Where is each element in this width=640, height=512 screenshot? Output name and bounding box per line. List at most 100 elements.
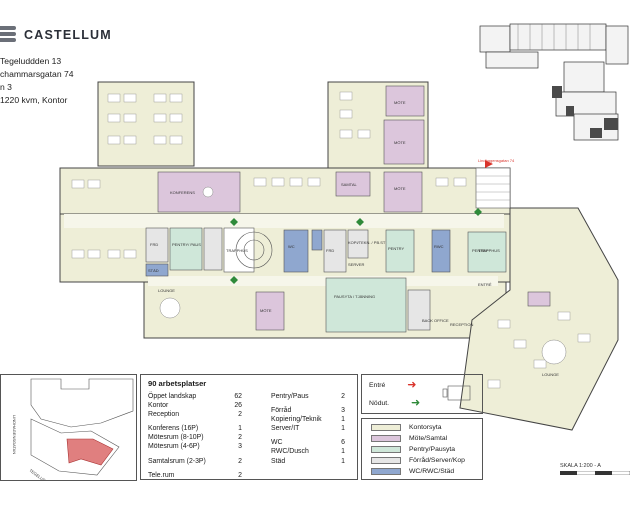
summary-left-row: Mötesrum (8-10P) 2 bbox=[148, 433, 242, 442]
room-label-pentry: PENTRY bbox=[388, 246, 404, 251]
summary-right-row: Kopiering/Teknik 1 bbox=[271, 415, 345, 424]
summary-title: 90 arbetsplatser bbox=[148, 379, 207, 388]
room-label-mote-1: MÖTE bbox=[394, 100, 406, 105]
room-label-frd-2: FRD bbox=[326, 248, 334, 253]
summary-left-value: 1 bbox=[238, 425, 242, 433]
summary-right-value: 2 bbox=[341, 393, 345, 400]
castellum-logo: CASTELLUM bbox=[0, 24, 112, 46]
summary-right-value: 1 bbox=[341, 448, 345, 456]
entrance-arrow-icon bbox=[485, 160, 493, 168]
summary-left-row: Kontor 26 bbox=[148, 401, 242, 410]
summary-left-value: 2 bbox=[238, 471, 242, 479]
summary-left-label: Kontor bbox=[148, 402, 169, 410]
room-label-entre: ENTRÉ bbox=[478, 282, 492, 287]
summary-left-row: Mötesrum (4-6P)3 bbox=[148, 442, 242, 451]
summary-right-label: WC bbox=[271, 439, 283, 447]
color-legend-row: WC/RWC/Städ bbox=[369, 468, 454, 475]
emergency-label: Nödut. bbox=[369, 399, 390, 407]
room-label-stad: STÄD bbox=[148, 268, 159, 273]
entry-arrow-icon: ➜ bbox=[407, 379, 417, 391]
room-label-wc: WC bbox=[288, 244, 295, 249]
address-floor: n 3 bbox=[0, 82, 12, 92]
summary-left-label: Reception bbox=[148, 411, 180, 419]
summary-right-value: 1 bbox=[341, 425, 345, 433]
address-street-2: chammarsgatan 74 bbox=[0, 69, 74, 79]
summary-left-value: 2 bbox=[238, 457, 242, 465]
room-label-server: SERVER bbox=[348, 262, 364, 267]
room-label-rwc: RWC bbox=[434, 244, 444, 249]
color-swatch bbox=[371, 435, 401, 442]
scale-bar bbox=[560, 471, 630, 475]
summary-left-label: Öppet landskap bbox=[148, 393, 197, 400]
summary-left-label: Konferens (16P) bbox=[148, 425, 199, 433]
summary-left-value: 26 bbox=[234, 402, 242, 410]
street-label-a: TEGELUDDSVÄGEN bbox=[28, 468, 62, 481]
color-legend-label: Möte/Samtal bbox=[409, 435, 448, 442]
summary-right-value: 3 bbox=[341, 407, 345, 415]
summary-right-label: Pentry/Paus bbox=[271, 393, 309, 400]
summary-left-label: Mötesrum (4-6P) bbox=[148, 443, 200, 451]
summary-right-label: Städ bbox=[271, 457, 286, 465]
entry-label: Entré bbox=[369, 381, 386, 389]
color-legend-label: WC/RWC/Städ bbox=[409, 468, 455, 475]
color-legend-row: Pentry/Pausyta bbox=[369, 446, 455, 453]
floor-plan: KONFERENS MÖTE MÖTE SAMTAL MÖTE MÖTE FRD… bbox=[59, 81, 619, 431]
summary-right-value: 1 bbox=[341, 457, 345, 465]
room-label-mote-3: MÖTE bbox=[394, 186, 406, 191]
entry-row: Entré ➜ bbox=[369, 379, 417, 391]
entry-legend: Entré ➜ Nödut. ➜ bbox=[361, 374, 483, 414]
summary-right-label: Server/IT bbox=[271, 425, 300, 433]
color-swatch bbox=[371, 424, 401, 431]
room-label-kop: KOPI/TEKN. / PB.ST bbox=[348, 240, 386, 245]
summary-left-label: Samtalsrum (2-3P) bbox=[148, 457, 206, 465]
color-legend-label: Förråd/Server/Kop bbox=[409, 457, 465, 464]
summary-left-row: Konferens (16P) 1 bbox=[148, 424, 242, 433]
color-swatch bbox=[371, 446, 401, 453]
room-label-samtal: SAMTAL bbox=[341, 182, 357, 187]
summary-right-row: Städ 1 bbox=[271, 457, 345, 466]
brand-name: CASTELLUM bbox=[24, 28, 112, 42]
color-swatch bbox=[371, 457, 401, 464]
room-label-back-office: BACK OFFICE bbox=[422, 318, 449, 323]
summary-right-row: Förråd 3 bbox=[271, 406, 345, 415]
emergency-row: Nödut. ➜ bbox=[369, 398, 420, 409]
summary-left-row: Reception 2 bbox=[148, 410, 242, 419]
room-label-pentry-2: PENTRY bbox=[472, 248, 488, 253]
summary-right-label: Kopiering/Teknik bbox=[271, 416, 322, 424]
color-swatch bbox=[371, 468, 401, 475]
summary-left-label: Mötesrum (8-10P) bbox=[148, 434, 204, 442]
address-street: Tegeluddden 13 bbox=[0, 56, 62, 66]
room-label-lounge: LOUNGE bbox=[158, 288, 175, 293]
building-highlight bbox=[66, 438, 114, 466]
summary-right-row: Pentry/Paus 2 bbox=[271, 392, 345, 401]
room-label-konferens: KONFERENS bbox=[170, 190, 195, 195]
summary-right-value: 6 bbox=[341, 439, 345, 447]
street-label-b: LINDHAGENSGATAN bbox=[12, 415, 17, 454]
summary-left-label: Tele.rum bbox=[148, 471, 175, 479]
address-block: Tegeluddden 13 chammarsgatan 74 n 3 1220… bbox=[0, 55, 74, 107]
room-label-trapphus-2: TRAPPHUS bbox=[478, 248, 500, 253]
summary-left-row: Samtalsrum (2-3P) 2 bbox=[148, 457, 242, 466]
summary-left-value: 2 bbox=[238, 411, 242, 419]
top-entrance-note: Lindhagensgatan 74 bbox=[478, 158, 515, 163]
room-label-frd-1: FRD bbox=[150, 242, 158, 247]
summary-right-label: RWC/Dusch bbox=[271, 448, 309, 456]
building-overview-map bbox=[479, 23, 629, 141]
summary-right-row: RWC/Dusch 1 bbox=[271, 447, 345, 456]
summary-right-row: Server/IT 1 bbox=[271, 424, 345, 433]
address-area: 1220 kvm, Kontor bbox=[0, 95, 68, 105]
desk-dimension-icon bbox=[442, 385, 471, 401]
color-legend-row: Kontorsyta bbox=[369, 424, 442, 431]
room-label-lounge-2: LOUNGE bbox=[542, 372, 559, 377]
room-label-mote-4: MÖTE bbox=[260, 308, 272, 313]
summary-left-value: 2 bbox=[238, 434, 242, 442]
summary-left-row: Tele.rum 2 bbox=[148, 471, 242, 480]
summary-right-value: 1 bbox=[341, 416, 345, 424]
color-legend-row: Möte/Samtal bbox=[369, 435, 447, 442]
summary-right-label: Förråd bbox=[271, 407, 292, 415]
scale-label: SKALA 1:200 - A bbox=[560, 463, 601, 469]
